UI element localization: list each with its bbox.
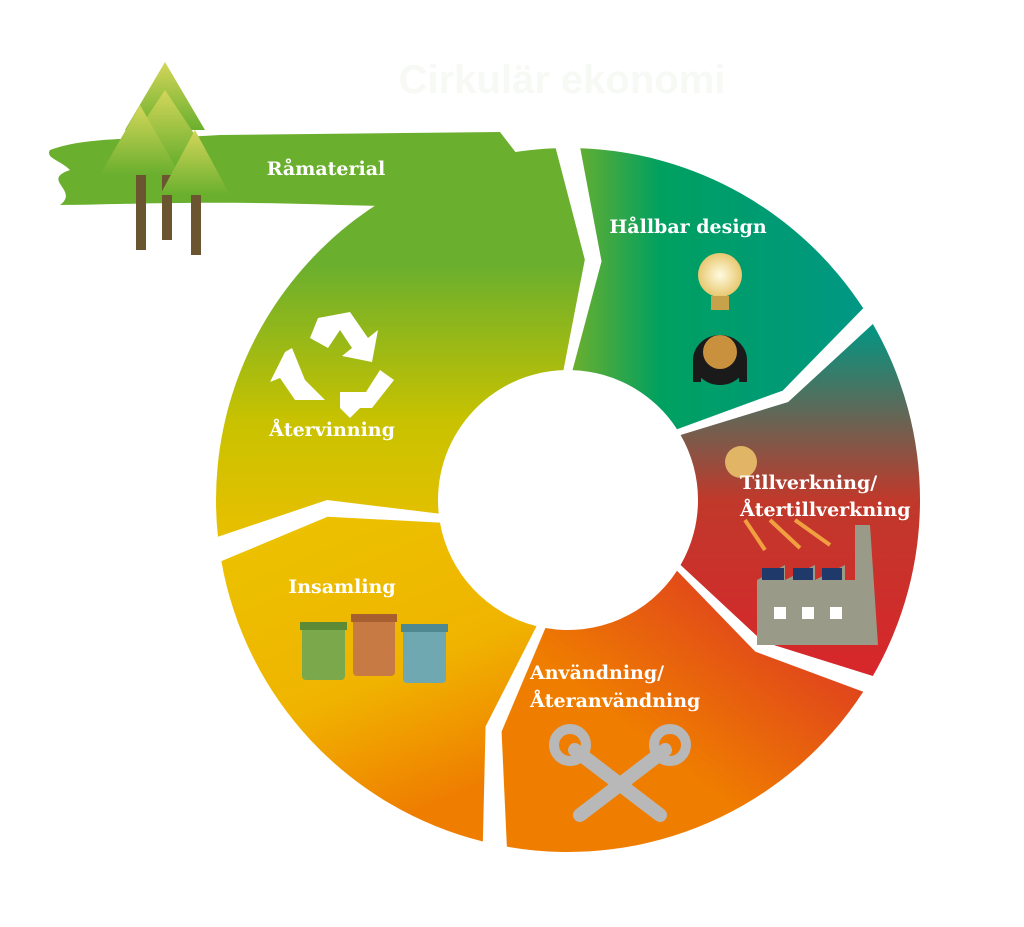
lightbulb-icon (698, 253, 742, 310)
diagram-title: Cirkulär ekonomi (399, 58, 726, 102)
label-anvandning-1: Användning/ (529, 662, 664, 684)
label-insamling: Insamling (288, 576, 395, 598)
person-icon (693, 335, 747, 385)
segment-atervinning (216, 148, 585, 537)
label-hallbar-design: Hållbar design (609, 215, 766, 238)
segment-anvandning (501, 570, 864, 852)
label-tillverkning-2: Återtillverkning (739, 498, 910, 521)
bin-icon (300, 614, 448, 683)
label-anvandning-2: Återanvändning (529, 689, 700, 712)
factory-icon (725, 446, 878, 645)
wrench-icon (549, 724, 691, 822)
recycle-icon (270, 312, 394, 418)
label-ramaterial: Råmaterial (267, 157, 386, 180)
label-tillverkning-1: Tillverkning/ (740, 472, 877, 494)
label-atervinning: Återvinning (268, 418, 395, 441)
segment-insamling (221, 516, 537, 842)
tree-icon (100, 62, 230, 255)
